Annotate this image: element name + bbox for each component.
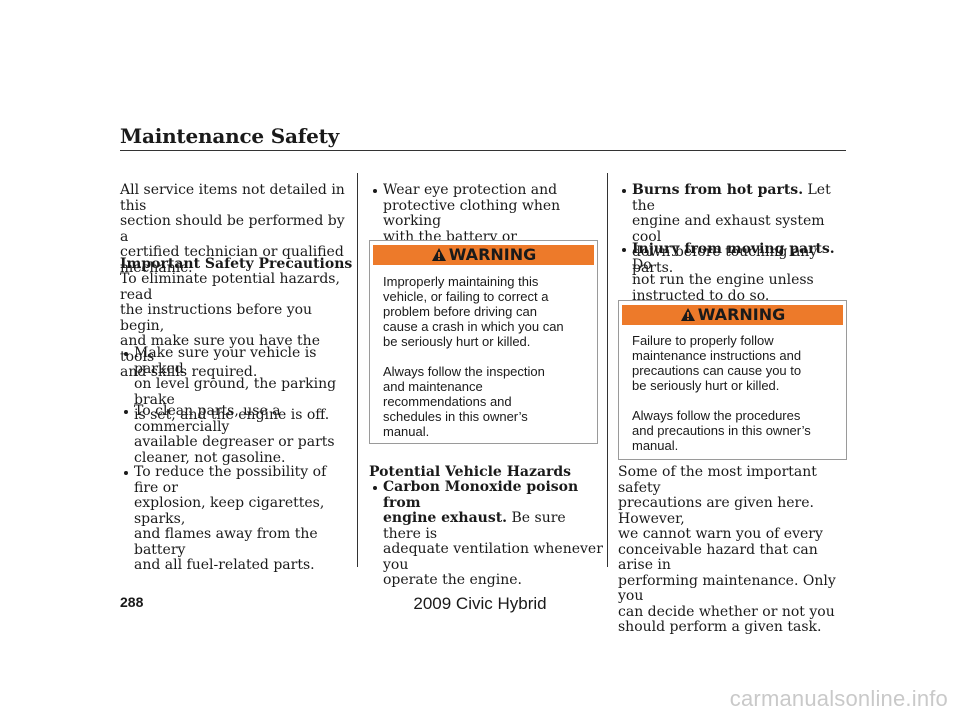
bullet-dot bbox=[124, 471, 128, 475]
warning-banner: WARNING bbox=[373, 245, 594, 265]
page-number: 288 bbox=[120, 594, 144, 610]
text-line: problem before driving can bbox=[383, 304, 537, 319]
warning-label: WARNING bbox=[448, 245, 537, 264]
text-line: Wear eye protection and bbox=[383, 182, 558, 198]
column-divider-1 bbox=[357, 173, 358, 567]
bullet-item-burns: Burns from hot parts. Let the engine and… bbox=[622, 182, 848, 276]
text-inline: Let the bbox=[632, 182, 831, 214]
warning-banner: WARNING bbox=[622, 305, 843, 325]
text-line: instructed to do so. bbox=[632, 287, 770, 304]
bullet-item-fire: To reduce the possibility of fire or exp… bbox=[124, 464, 354, 574]
text-line: Carbon Monoxide poison from bbox=[383, 479, 579, 511]
text-line: we cannot warn you of every bbox=[618, 526, 823, 542]
text-line: manual. bbox=[383, 424, 430, 439]
text-line: To eliminate potential hazards, read bbox=[120, 271, 340, 303]
text-line: Some of the most important safety bbox=[618, 464, 817, 496]
bullet-dot bbox=[373, 486, 377, 490]
text-line: adequate ventilation whenever you bbox=[383, 541, 603, 573]
text-line: mechanic. bbox=[120, 259, 193, 276]
text-line: Make sure your vehicle is parked bbox=[134, 345, 317, 377]
text-line: precautions are given here. However, bbox=[618, 495, 814, 527]
text-line: the instructions before you begin, bbox=[120, 302, 313, 334]
bullet-dot bbox=[622, 248, 626, 252]
text-inline: Be sure there is bbox=[383, 510, 566, 542]
text-line: available degreaser or parts bbox=[134, 434, 335, 450]
text-line: and all fuel-related parts. bbox=[134, 557, 315, 573]
text-line: performing maintenance. Only you bbox=[618, 572, 836, 604]
text-line: protective clothing when working bbox=[383, 197, 561, 229]
text-bold: Burns from hot parts. bbox=[632, 182, 804, 198]
bullet-dot bbox=[124, 410, 128, 414]
text-line: vehicle, or failing to correct a bbox=[383, 289, 549, 304]
bullet-dot bbox=[124, 352, 128, 356]
warning-label: WARNING bbox=[697, 305, 786, 324]
text-bold: engine exhaust. bbox=[383, 510, 508, 526]
bullet-item-moving-parts: Injury from moving parts. Do not run the… bbox=[622, 241, 848, 304]
bullet-item-degreaser: To clean parts, use a commercially avail… bbox=[124, 403, 354, 466]
text-line: is set, and the engine is off. bbox=[134, 407, 330, 423]
text-line: certified technician or qualified bbox=[120, 244, 344, 260]
text-line: To clean parts, use a commercially bbox=[134, 403, 281, 435]
text-line: and precautions in this owner’s bbox=[632, 423, 811, 438]
text-line: on level ground, the parking brake bbox=[134, 376, 337, 408]
warning-box-procedures: WARNING Failure to properly follow maint… bbox=[618, 300, 847, 460]
footer-model: 2009 Civic Hybrid bbox=[413, 594, 547, 613]
warning-triangle-icon bbox=[680, 308, 695, 321]
warning-text: Improperly maintaining this vehicle, or … bbox=[383, 274, 593, 454]
warning-box-maintenance: WARNING Improperly maintaining this vehi… bbox=[369, 240, 598, 444]
text-line: and make sure you have the tools bbox=[120, 333, 320, 365]
warning-text: Failure to properly follow maintenance i… bbox=[632, 333, 842, 468]
text-line: schedules in this owner’s bbox=[383, 409, 528, 424]
text-line: section should be performed by a bbox=[120, 213, 345, 245]
vehicle-hazards-heading: Potential Vehicle Hazards bbox=[369, 464, 572, 480]
text-line: be seriously hurt or killed. bbox=[632, 378, 780, 393]
text-line: Always follow the procedures bbox=[632, 408, 801, 423]
text-line: and maintenance bbox=[383, 379, 483, 394]
text-line: cause a crash in which you can bbox=[383, 319, 564, 334]
column-divider-2 bbox=[607, 173, 608, 567]
text-line: conceivable hazard that can arise in bbox=[618, 541, 818, 573]
text-line: should perform a given task. bbox=[618, 619, 822, 635]
text-inline: Do bbox=[632, 256, 652, 273]
left-intro: All service items not detailed in this s… bbox=[120, 182, 352, 276]
text-bold: Injury from moving parts. bbox=[632, 241, 835, 257]
text-line: recommendations and bbox=[383, 394, 512, 409]
text-line: operate the engine. bbox=[383, 572, 522, 588]
text-line: precautions can cause you to bbox=[632, 363, 802, 378]
text-line: and skills required. bbox=[120, 364, 258, 380]
text-line: and flames away from the battery bbox=[134, 526, 318, 558]
text-line: down before touching any parts. bbox=[632, 244, 818, 276]
important-safety-heading: Important Safety Precautions bbox=[120, 256, 353, 272]
closing-paragraph: Some of the most important safety precau… bbox=[618, 464, 850, 636]
bullet-dot bbox=[622, 189, 626, 193]
left-paragraph: To eliminate potential hazards, read the… bbox=[120, 271, 352, 381]
text-line: be seriously hurt or killed. bbox=[383, 334, 531, 349]
text-line: maintenance instructions and bbox=[632, 348, 802, 363]
text-line: cleaner, not gasoline. bbox=[134, 449, 286, 466]
warning-triangle-icon bbox=[431, 248, 446, 261]
text-line: Failure to properly follow bbox=[632, 333, 774, 348]
bullet-item-carbon-monoxide: Carbon Monoxide poison from engine exhau… bbox=[373, 479, 605, 589]
text-line: Always follow the inspection bbox=[383, 364, 545, 379]
header-rule bbox=[120, 150, 846, 151]
bullet-item-parked: Make sure your vehicle is parked on leve… bbox=[124, 345, 354, 424]
text-line: explosion, keep cigarettes, sparks, bbox=[134, 495, 325, 527]
text-line: not run the engine unless bbox=[632, 272, 814, 288]
text-line: Improperly maintaining this bbox=[383, 274, 539, 289]
text-line: To reduce the possibility of fire or bbox=[134, 464, 327, 496]
text-line: can decide whether or not you bbox=[618, 603, 835, 620]
bullet-dot bbox=[373, 189, 377, 193]
text-line: All service items not detailed in this bbox=[120, 182, 345, 214]
text-line: manual. bbox=[632, 438, 679, 453]
watermark: carmanualsonline.info bbox=[729, 686, 948, 711]
page-title: Maintenance Safety bbox=[120, 124, 340, 148]
text-line: engine and exhaust system cool bbox=[632, 213, 825, 245]
